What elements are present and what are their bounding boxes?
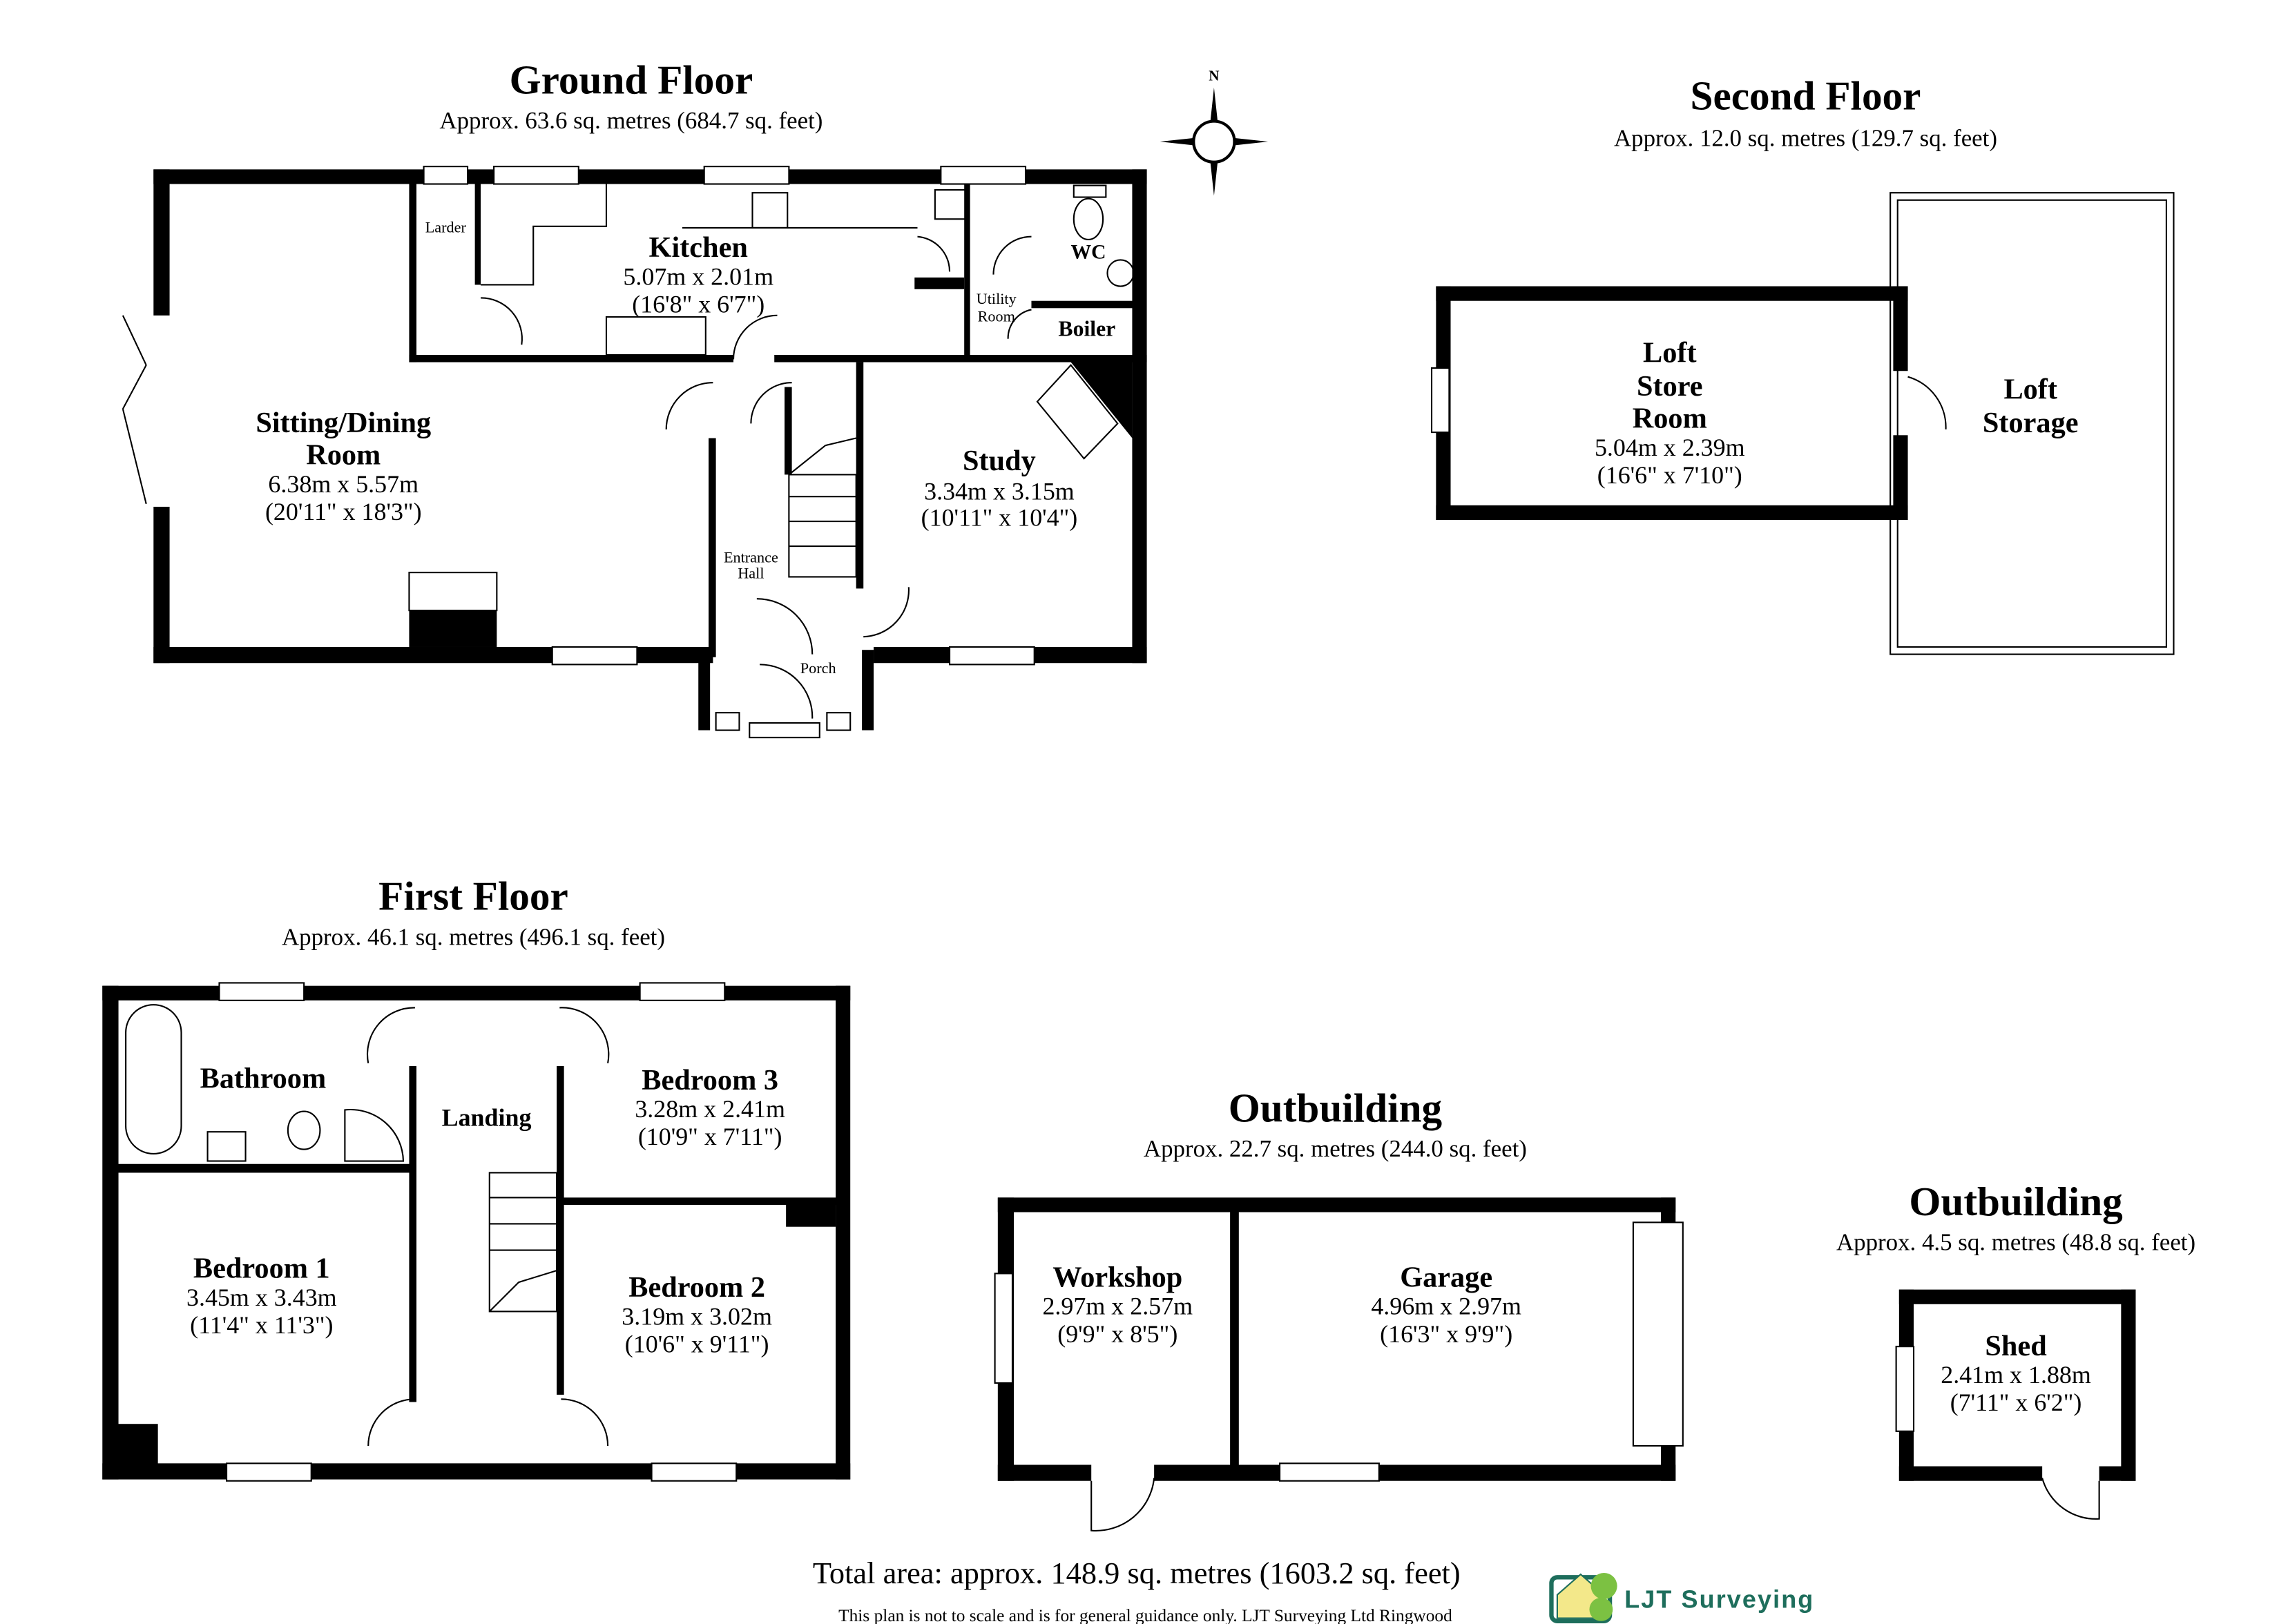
shed-outbuilding-title: Outbuilding	[1909, 1179, 2123, 1224]
ground-floor-windows	[423, 166, 1035, 739]
sitting-room-name: Sitting/Dining	[256, 407, 431, 439]
compass-north-label: N	[1209, 67, 1219, 84]
garage-metric: 4.96m x 2.97m	[1371, 1293, 1521, 1320]
bedroom1-imperial: (11'4" x 11'3")	[190, 1311, 333, 1339]
study-metric: 3.34m x 3.15m	[924, 477, 1075, 505]
workshop-name: Workshop	[1052, 1261, 1182, 1293]
logo-text: LJT Surveying	[1624, 1585, 1814, 1614]
loft-storage-name-2: Storage	[1983, 407, 2079, 439]
first-floor-staircase	[488, 1172, 558, 1313]
shed-imperial: (7'11" x 6'2")	[1950, 1389, 2082, 1416]
bedroom2-imperial: (10'6" x 9'11")	[625, 1331, 769, 1358]
loft-store-name-2: Store	[1637, 370, 1703, 403]
bedroom2-metric: 3.19m x 3.02m	[622, 1302, 772, 1330]
bedroom3-name: Bedroom 3	[642, 1064, 778, 1096]
kitchen-imperial: (16'8" x 6'7")	[632, 291, 765, 318]
outbuilding-shed: Outbuilding Approx. 4.5 sq. metres (48.8…	[1836, 1179, 2195, 1520]
larder-label: Larder	[425, 218, 467, 235]
entrance-hall-label: Entrance	[724, 548, 778, 566]
shed-outbuilding-area: Approx. 4.5 sq. metres (48.8 sq. feet)	[1836, 1229, 2195, 1256]
wc-label: WC	[1070, 241, 1106, 263]
bedroom3-imperial: (10'9" x 7'11")	[638, 1123, 782, 1150]
second-floor: Second Floor Approx. 12.0 sq. metres (12…	[1430, 73, 2175, 655]
outbuilding-title: Outbuilding	[1229, 1085, 1443, 1130]
entrance-hall-label-2: Hall	[738, 565, 764, 582]
sanitaryware	[934, 184, 1135, 287]
ground-floor-title: Ground Floor	[510, 57, 753, 102]
porch-label: Porch	[800, 659, 836, 677]
bedroom1-name: Bedroom 1	[193, 1253, 330, 1285]
kitchen-name: Kitchen	[649, 231, 748, 264]
utility-label: Utility	[977, 290, 1017, 307]
garage-imperial: (16'3" x 9'9")	[1380, 1320, 1512, 1348]
staircase	[788, 437, 857, 578]
utility-label-2: Room	[978, 307, 1015, 325]
compass-icon: N	[1160, 67, 1269, 196]
shed-metric: 2.41m x 1.88m	[1941, 1361, 2091, 1389]
ground-floor-doors	[481, 235, 1032, 719]
disclaimer: This plan is not to scale and is for gen…	[838, 1606, 1452, 1624]
first-floor-area: Approx. 46.1 sq. metres (496.1 sq. feet)	[282, 923, 665, 950]
landing-label: Landing	[442, 1104, 532, 1132]
loft-store-imperial: (16'6" x 7'10")	[1597, 461, 1742, 489]
kitchen-metric: 5.07m x 2.01m	[623, 262, 773, 290]
ground-floor-walls	[122, 169, 1147, 731]
total-area: Total area: approx. 148.9 sq. metres (16…	[813, 1556, 1461, 1590]
study-imperial: (10'11" x 10'4")	[921, 503, 1078, 531]
ljt-surveying-logo: LJT Surveying	[1549, 1572, 1814, 1623]
first-floor-title: First Floor	[378, 873, 568, 919]
workshop-imperial: (9'9" x 8'5")	[1057, 1320, 1177, 1348]
bedroom3-metric: 3.28m x 2.41m	[635, 1095, 785, 1123]
second-floor-title: Second Floor	[1691, 73, 1921, 119]
loft-store-metric: 5.04m x 2.39m	[1595, 434, 1745, 461]
loft-store-name-3: Room	[1633, 403, 1707, 435]
outbuilding: Outbuilding Approx. 22.7 sq. metres (244…	[994, 1085, 1684, 1531]
sitting-room-imperial: (20'11" x 18'3")	[265, 498, 422, 525]
ground-floor: Ground Floor Approx. 63.6 sq. metres (68…	[122, 57, 1147, 739]
loft-storage-name: Loft	[2003, 373, 2057, 405]
bedroom1-metric: 3.45m x 3.43m	[186, 1284, 337, 1311]
loft-store-name: Loft	[1643, 337, 1697, 369]
garage-name: Garage	[1400, 1261, 1492, 1293]
outbuilding-area: Approx. 22.7 sq. metres (244.0 sq. feet)	[1144, 1135, 1527, 1162]
bedroom2-name: Bedroom 2	[628, 1271, 765, 1304]
shed-name: Shed	[1985, 1330, 2047, 1362]
first-floor: First Floor Approx. 46.1 sq. metres (496…	[102, 873, 851, 1482]
workshop-metric: 2.97m x 2.57m	[1042, 1293, 1193, 1320]
study-name: Study	[963, 445, 1036, 477]
bathroom-label: Bathroom	[200, 1063, 327, 1095]
sitting-room-metric: 6.38m x 5.57m	[268, 470, 419, 498]
second-floor-area: Approx. 12.0 sq. metres (129.7 sq. feet)	[1614, 125, 1997, 152]
sitting-room-name-2: Room	[306, 439, 381, 472]
boiler-label: Boiler	[1058, 316, 1115, 340]
ground-floor-area: Approx. 63.6 sq. metres (684.7 sq. feet)	[439, 107, 823, 134]
